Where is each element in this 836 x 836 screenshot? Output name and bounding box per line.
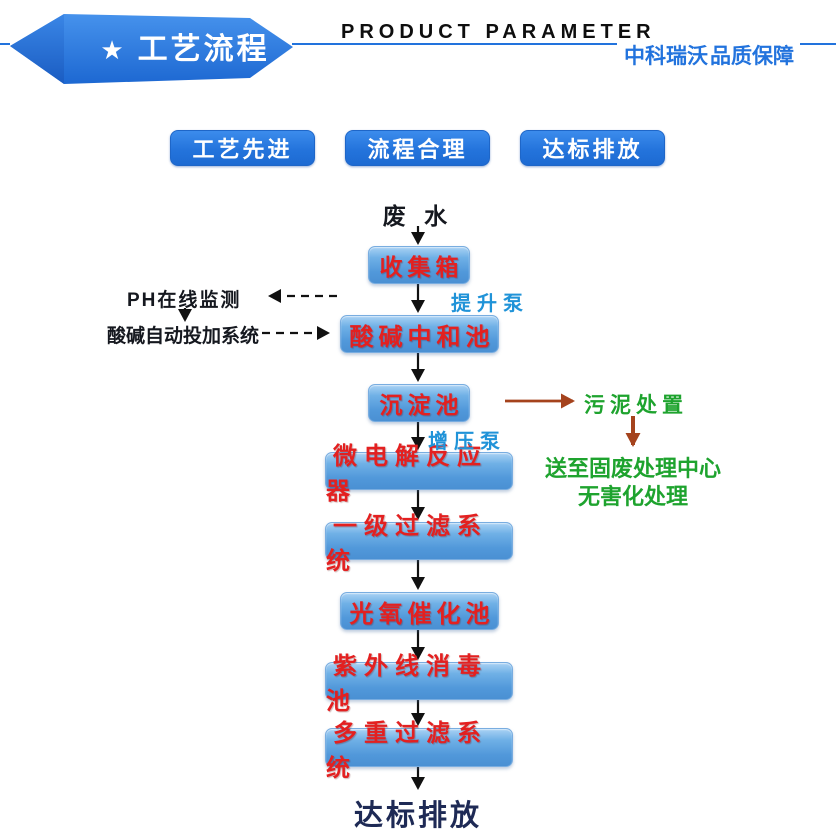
- brand-tagline: 品质保障: [710, 45, 794, 68]
- banner: ★ 工艺流程: [95, 29, 275, 71]
- ph-monitoring-label: PH在线监测: [127, 290, 242, 311]
- flow-step-primary-filter-system: 一级过滤系统: [325, 513, 513, 575]
- flow-step-microelectrolysis-reactor: 微电解反应器: [325, 443, 513, 505]
- feature-button-reasonable[interactable]: 流程合理: [345, 130, 490, 166]
- flow-step-collection-tank: 收集箱: [368, 246, 470, 284]
- sludge-note-line1: 送至固废处理中心: [544, 456, 721, 481]
- page-title: 工艺流程: [137, 33, 270, 66]
- brand-name: 中科瑞沃: [624, 45, 708, 68]
- flow-step-multi-filter-system: 多重过滤系统: [325, 720, 513, 782]
- star-icon: ★: [100, 35, 124, 65]
- outcome-label-discharge: 达标排放: [353, 800, 482, 832]
- flow-step-photo-oxidation-pool: 光氧催化池: [340, 592, 499, 630]
- dosing-system-label: 酸碱自动投加系统: [107, 326, 260, 347]
- feature-button-advanced[interactable]: 工艺先进: [170, 130, 315, 166]
- feature-button-discharge[interactable]: 达标排放: [520, 130, 665, 166]
- flow-step-uv-disinfection-pool: 紫外线消毒池: [325, 653, 513, 715]
- dashed-monitor-arrows: [262, 289, 337, 340]
- subtitle-english: PRODUCT PARAMETER: [341, 21, 656, 43]
- flow-step-sedimentation-pool: 沉淀池: [368, 384, 470, 422]
- sludge-note-line2: 无害化处理: [577, 484, 688, 509]
- source-label-wastewater: 废 水: [382, 203, 454, 229]
- sludge-disposal-label: 污泥处置: [584, 394, 688, 417]
- booster-pump-label: 增压泵: [428, 431, 506, 453]
- lift-pump-label: 提升泵: [451, 293, 529, 315]
- brand-line: 中科瑞沃 品质保障: [624, 40, 794, 70]
- banner-ribbon-fold: [10, 14, 64, 84]
- flow-step-neutralization-pool: 酸碱中和池: [340, 315, 499, 353]
